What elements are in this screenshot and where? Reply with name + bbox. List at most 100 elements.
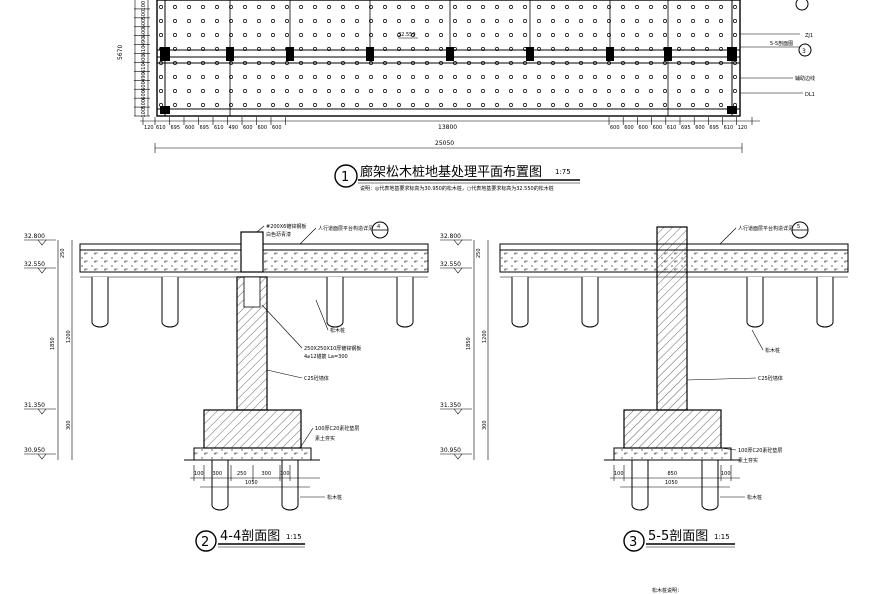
plan-scale: 1:75: [555, 168, 571, 176]
plan-bottom-dim: 610: [156, 125, 166, 131]
plan-left-dim: 600: [141, 81, 147, 91]
section2-elev-marker: [453, 408, 463, 415]
section1-elev-marker: [37, 267, 47, 274]
section2-note: C25砼墙体: [758, 375, 783, 382]
plan-bottom-mid: 13800: [438, 124, 457, 131]
plan-bottom-dim: 600: [610, 125, 620, 131]
section2-leader: [686, 377, 757, 381]
plan-bottom-dim: 695: [681, 125, 691, 131]
section1-scale: 1:15: [286, 533, 302, 541]
section1-note: 250X250X10厚镀锌钢板: [304, 345, 361, 352]
section1-piles: [91, 277, 414, 511]
plan-left-dim: 490: [141, 72, 147, 82]
section2-leader: [719, 447, 737, 451]
plan-title: 廊架松木桩地基处理平面布置图: [360, 164, 542, 180]
plan-left-dim: 500: [141, 10, 147, 20]
section1-base-width: 1050: [245, 480, 258, 486]
plan-view: 32.550 5670 1005006006004906104006104906…: [117, 0, 815, 192]
plan-bottom-dim: 695: [200, 125, 210, 131]
plan-bottom-dim: 695: [171, 125, 181, 131]
plan-right-label-3: 辅助边线: [795, 75, 815, 82]
section1-leader: [261, 304, 303, 349]
section2-number: 3: [629, 535, 637, 550]
section1-left-dims: 250 1850 1200 300: [50, 248, 72, 430]
section1-callout: 4: [377, 224, 380, 230]
plan-bottom-dim: 600: [695, 125, 705, 131]
section2-elev-label: 30.950: [440, 447, 461, 454]
plan-left-dim: 610: [141, 63, 147, 73]
section2-note: 人行道面层平台构造详见: [738, 225, 793, 232]
plan-bottom-dim: 600: [624, 125, 634, 131]
plan-bottom-dim: 600: [653, 125, 663, 131]
footer-note: 松木桩说明：: [652, 587, 682, 594]
section2-title: 5-5剖面图: [648, 529, 708, 544]
plan-elevation: 32.550: [398, 32, 416, 38]
plan-bottom-dim: 600: [272, 125, 282, 131]
section1-elev-label: 31.350: [24, 402, 45, 409]
section2-piles: [511, 277, 834, 511]
plan-left-dim: 600: [141, 90, 147, 100]
section1-note: 100厚C20素砼垫层: [315, 425, 359, 432]
section1-leader: [266, 369, 303, 379]
section1-bottom-dim: 300: [262, 471, 272, 477]
plan-bottom-dim: 600: [185, 125, 195, 131]
section1-leader: [299, 227, 317, 245]
section2-note: 松木桩: [765, 347, 780, 354]
plan-bottom-dim: 490: [229, 125, 239, 131]
section1-note: 素土夯实: [315, 435, 335, 442]
section2-leader: [751, 329, 764, 351]
section1-left-dim: 300: [66, 420, 72, 430]
section1-note: #200X6镀锌钢板: [266, 223, 306, 230]
plan-right-label-4: DL1: [805, 92, 815, 98]
plan-overall: 25050: [435, 140, 454, 147]
section2-elev-label: 31.350: [440, 402, 461, 409]
plan-left-dim: 600: [141, 19, 147, 29]
section1-note: 松木桩: [330, 327, 345, 334]
section1-left-dim: 1200: [66, 330, 72, 343]
plan-left-dim: 100: [141, 1, 147, 11]
plan-left-dim: 610: [141, 46, 147, 56]
plan-left-dim: 100: [141, 108, 147, 118]
section1-note: C25砼墙体: [304, 375, 329, 382]
plan-bottom-dim: 600: [243, 125, 253, 131]
plan-bottom-dims: 120 610 695 600 695 610 490 600 600 600 600 600 600 6…: [142, 117, 753, 131]
section1-elev-marker: [37, 453, 47, 460]
section1-leader: [299, 427, 314, 449]
section1-notes: #200X6镀锌钢板白色沥青漆人行道面层平台构造详见松木桩250X250X10厚…: [256, 223, 373, 449]
plan-bottom-dim: 120: [738, 125, 748, 131]
section1-bottom-dim: 250: [237, 471, 247, 477]
section1-bottom-dim: 300: [213, 471, 223, 477]
plan-right-label-1: ZJ1: [805, 33, 813, 39]
plan-left-dim: 600: [141, 28, 147, 38]
plan-left-dim: 490: [141, 37, 147, 47]
plan-bottom-dim: 610: [724, 125, 734, 131]
plan-left-dim: 500: [141, 99, 147, 109]
section1-bottom-dim: 100: [194, 471, 204, 477]
section1-left-dim: 250: [60, 248, 66, 258]
section2-left-dim: 1850: [466, 337, 472, 350]
section1-note: 白色沥青漆: [266, 231, 291, 238]
plan-bottom-dim: 600: [258, 125, 268, 131]
section2-left-dim: 300: [482, 420, 488, 430]
section1-left-dim: 1850: [50, 337, 56, 350]
section2-elev-marker: [453, 239, 463, 246]
section2-bottom-dim: 100: [721, 471, 731, 477]
plan-bottom-dim: 600: [638, 125, 648, 131]
section1-leader: [315, 299, 329, 331]
section2-left-dim: 1200: [482, 330, 488, 343]
section2-elev-marker: [453, 453, 463, 460]
plan-bottom-dim: 610: [214, 125, 224, 131]
section1-bottom-dims: 100 300 250 300 100: [193, 465, 291, 481]
section1-bottom-dim: 100: [280, 471, 290, 477]
section2-elev-label: 32.550: [440, 261, 461, 268]
section1-elev-label: 30.950: [24, 447, 45, 454]
section2-note: 100厚C20素砼垫层: [738, 447, 782, 454]
section1-elev-label: 32.800: [24, 233, 45, 240]
plan-number: 1: [341, 170, 349, 185]
